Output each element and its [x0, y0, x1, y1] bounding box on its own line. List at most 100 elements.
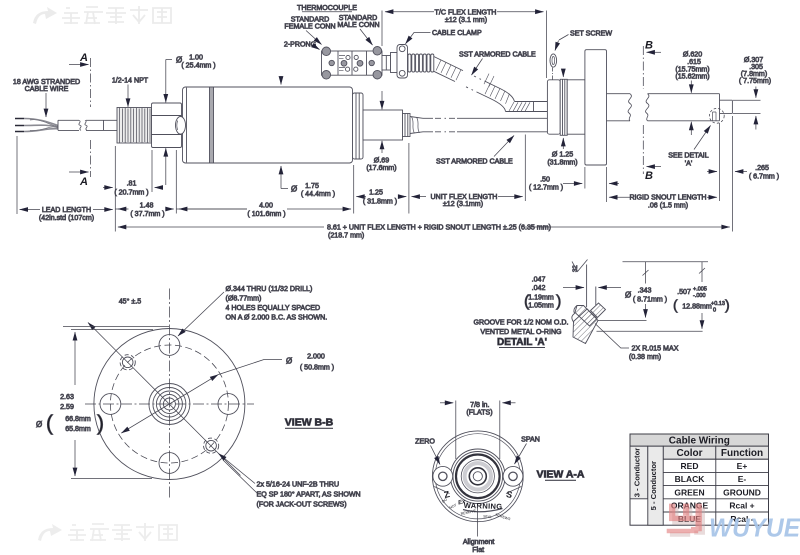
svg-text:SST ARMORED CABLE: SST ARMORED CABLE	[436, 158, 513, 166]
svg-text:THERMOCOUPLE: THERMOCOUPLE	[297, 4, 357, 12]
svg-text:WUYUE: WUYUE	[709, 513, 800, 543]
svg-text:(31.8mm): (31.8mm)	[547, 159, 577, 167]
svg-text:ON A Ø 2.000 B.C. AS SHOWN.: ON A Ø 2.000 B.C. AS SHOWN.	[226, 314, 328, 322]
svg-text:S: S	[505, 489, 513, 500]
svg-text:WARNING: WARNING	[464, 501, 503, 511]
svg-text:1.48: 1.48	[140, 202, 154, 210]
svg-text:1/2-14 NPT: 1/2-14 NPT	[112, 77, 149, 85]
svg-text:Ex: Ex	[458, 499, 467, 507]
svg-text:.343: .343	[638, 287, 652, 295]
svg-text:66.8mm: 66.8mm	[65, 415, 91, 423]
svg-text:( 37.7mm ): ( 37.7mm )	[130, 210, 164, 218]
svg-text:Color: Color	[676, 448, 702, 459]
svg-text:CABLE WIRE: CABLE WIRE	[25, 85, 69, 93]
svg-text:.50: .50	[540, 176, 550, 184]
svg-text:SEAL: SEAL	[483, 515, 492, 520]
svg-text:( 20.7mm ): ( 20.7mm )	[114, 189, 148, 197]
svg-text:RED: RED	[681, 461, 699, 471]
svg-text:2X R.015 MAX: 2X R.015 MAX	[632, 345, 679, 353]
svg-text:( 7.75mm): ( 7.75mm)	[739, 77, 771, 85]
svg-text:(FOR JACK-OUT SCREWS): (FOR JACK-OUT SCREWS)	[257, 501, 347, 509]
svg-text:12.88mm: 12.88mm	[682, 303, 712, 311]
svg-text:5 - Conductor: 5 - Conductor	[649, 461, 658, 510]
svg-text:3 - Conductor: 3 - Conductor	[633, 448, 642, 497]
svg-text:SEE DETAIL: SEE DETAIL	[668, 152, 709, 160]
svg-text:.047: .047	[532, 276, 546, 284]
svg-text:VENTED METAL O-RING: VENTED METAL O-RING	[480, 328, 561, 336]
svg-text:32: 32	[573, 265, 579, 272]
svg-text:E-: E-	[738, 474, 747, 484]
svg-text:.042: .042	[532, 284, 546, 292]
svg-text:Function: Function	[721, 448, 763, 459]
svg-text:Flat: Flat	[472, 546, 484, 554]
svg-text:+0.13: +0.13	[711, 301, 725, 307]
svg-text:'A': 'A'	[685, 160, 692, 168]
svg-text:SPAN: SPAN	[521, 436, 540, 444]
svg-text:Alignment: Alignment	[463, 538, 495, 546]
svg-text:-.000: -.000	[693, 293, 706, 299]
svg-text:T/C FLEX LENGTH: T/C FLEX LENGTH	[435, 8, 497, 16]
svg-text:(: (	[46, 412, 53, 435]
svg-text:Rcal +: Rcal +	[729, 501, 754, 511]
svg-text:.06 (1.5 mm): .06 (1.5 mm)	[648, 201, 688, 209]
svg-text:( 101.6mm ): ( 101.6mm )	[247, 210, 285, 218]
svg-text:( 44.4mm ): ( 44.4mm )	[301, 190, 335, 198]
svg-text:VIEW A-A: VIEW A-A	[536, 469, 584, 481]
svg-text:±12 (3.1 mm): ±12 (3.1 mm)	[445, 16, 487, 24]
svg-text:A: A	[79, 52, 88, 64]
svg-text:( 25.4mm ): ( 25.4mm )	[181, 62, 215, 70]
svg-text:STANDARD: STANDARD	[291, 16, 330, 24]
svg-text:2x 5/16-24 UNF-2B THRU: 2x 5/16-24 UNF-2B THRU	[257, 481, 340, 489]
svg-text:(17.6mm): (17.6mm)	[366, 164, 396, 172]
svg-text:Ø: Ø	[291, 185, 297, 194]
svg-text:STANDARD: STANDARD	[339, 14, 378, 22]
svg-text:BLACK: BLACK	[675, 474, 706, 484]
svg-text:(FLATS): (FLATS)	[466, 408, 492, 416]
svg-text:Ø.307: Ø.307	[744, 56, 763, 64]
svg-text:( 12.7mm ): ( 12.7mm )	[529, 184, 563, 192]
svg-text:Ø: Ø	[286, 357, 292, 366]
svg-text:(Ø8.77mm): (Ø8.77mm)	[226, 295, 262, 303]
svg-text:SST ARMORED CABLE: SST ARMORED CABLE	[459, 51, 536, 59]
svg-text:Cable Wiring: Cable Wiring	[669, 436, 730, 447]
svg-text:GROUND: GROUND	[723, 487, 761, 497]
svg-text:Ø.620: Ø.620	[683, 51, 702, 59]
svg-text:2.63: 2.63	[60, 393, 74, 401]
svg-text:SET SCREW: SET SCREW	[570, 30, 612, 38]
svg-text:Ø: Ø	[36, 420, 42, 429]
svg-text:2.000: 2.000	[307, 353, 325, 361]
svg-text:Rcal -: Rcal -	[730, 514, 753, 524]
svg-text:Ø.69: Ø.69	[374, 157, 389, 165]
svg-text:1.25: 1.25	[369, 189, 383, 197]
svg-text:): )	[556, 293, 561, 310]
svg-text:GREEN: GREEN	[674, 487, 704, 497]
svg-text:Ø 1.25: Ø 1.25	[552, 151, 573, 159]
svg-text:ZERO: ZERO	[415, 438, 435, 446]
svg-text:(218.7 mm): (218.7 mm)	[328, 232, 364, 240]
svg-text:): )	[97, 412, 104, 435]
svg-text:( 6.7mm ): ( 6.7mm )	[749, 173, 779, 181]
svg-text:.265: .265	[755, 164, 769, 172]
svg-text:LEAD LENGTH: LEAD LENGTH	[42, 206, 91, 214]
svg-text:Ø: Ø	[625, 291, 631, 300]
svg-text:.305: .305	[749, 63, 763, 71]
svg-text:8.61 + UNIT FLEX LENGTH + RIGI: 8.61 + UNIT FLEX LENGTH + RIGID SNOUT LE…	[327, 224, 551, 232]
svg-text:B: B	[645, 40, 653, 52]
svg-text:(: (	[524, 293, 530, 310]
svg-text:Z: Z	[443, 489, 451, 500]
svg-text:(0.38 mm): (0.38 mm)	[629, 353, 661, 361]
svg-text:(: (	[673, 297, 678, 313]
svg-text:1.19mm: 1.19mm	[528, 294, 554, 302]
svg-text:7/8 in.: 7/8 in.	[470, 401, 489, 409]
svg-text:(15.75mm): (15.75mm)	[675, 65, 709, 73]
svg-text:B: B	[645, 170, 653, 182]
svg-text:4.00: 4.00	[259, 202, 273, 210]
svg-text:EQ SP 180° APART, AS SHOWN: EQ SP 180° APART, AS SHOWN	[257, 491, 361, 499]
svg-text:(15.62mm): (15.62mm)	[675, 73, 709, 81]
svg-text:DO: DO	[441, 497, 448, 503]
svg-text:±12 (3.1mm): ±12 (3.1mm)	[443, 200, 483, 208]
svg-text:VIEW B-B: VIEW B-B	[285, 417, 334, 429]
svg-text:): )	[725, 297, 730, 313]
svg-text:( 31.8mm ): ( 31.8mm )	[363, 198, 397, 206]
svg-text:NOT: NOT	[449, 503, 458, 510]
